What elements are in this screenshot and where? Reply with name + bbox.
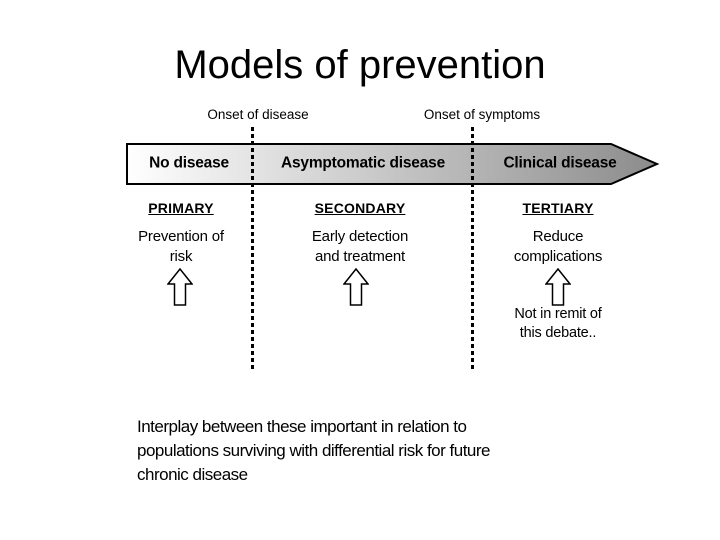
divider-onset-of-disease <box>251 127 254 371</box>
column-header-primary: PRIMARY <box>148 200 214 216</box>
note-line: Not in remit of <box>514 306 602 322</box>
timeline-arrow: No disease Asymptomatic disease Clinical… <box>126 142 660 186</box>
description-line: Early detection <box>311 228 409 245</box>
description-line: and treatment <box>315 248 405 265</box>
footer-paragraph: Interplay between these important in rel… <box>137 415 490 487</box>
description-line: complications <box>513 248 603 265</box>
footer-line: Interplay between these important in rel… <box>137 417 467 436</box>
column-description-primary: Prevention of risk <box>91 227 271 267</box>
footer-line: chronic disease <box>137 465 248 484</box>
column-description-secondary: Early detection and treatment <box>270 227 450 267</box>
timeline-arrow-shape <box>126 143 660 185</box>
description-line: Reduce <box>532 228 584 245</box>
divider-onset-of-symptoms <box>471 127 474 371</box>
timeline-arrow-polygon <box>126 143 660 185</box>
note-line: this debate.. <box>519 325 597 341</box>
slide-title: Models of prevention <box>174 43 546 87</box>
description-line: Prevention of <box>138 228 224 245</box>
up-arrow-icon <box>545 268 571 306</box>
onset-of-disease-label: Onset of disease <box>207 107 309 122</box>
stage-label-no-disease: No disease <box>149 154 229 172</box>
description-line: risk <box>169 248 193 265</box>
column-header-tertiary: TERTIARY <box>522 200 594 216</box>
stage-label-asymptomatic-disease: Asymptomatic disease <box>281 154 445 172</box>
column-header-secondary: SECONDARY <box>314 200 406 216</box>
note-text: Not in remit of this debate.. <box>468 305 648 343</box>
up-arrow-icon <box>167 268 193 306</box>
footer-line: populations surviving with differential … <box>137 441 490 460</box>
column-description-tertiary: Reduce complications <box>468 227 648 267</box>
onset-of-symptoms-label: Onset of symptoms <box>423 107 541 122</box>
up-arrow-icon <box>343 268 369 306</box>
stage-label-clinical-disease: Clinical disease <box>503 154 617 172</box>
